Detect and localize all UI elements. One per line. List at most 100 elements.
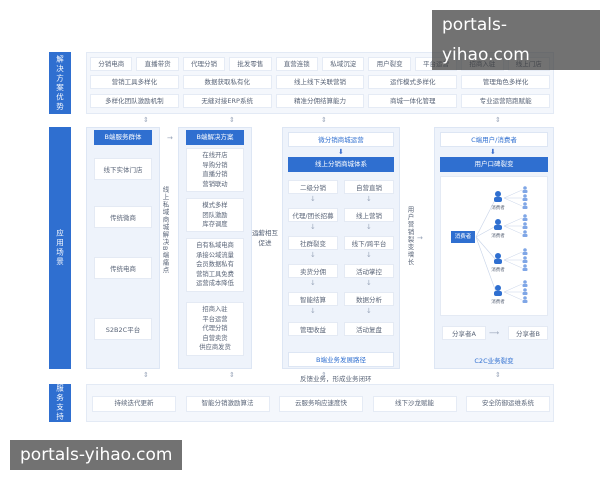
b-solution-item: 代理分销 [202,325,228,332]
b-solution-item: 招商入驻 [202,306,228,313]
solution-cell: 运作模式多样化 [368,75,458,89]
service-item: 持续迭代更新 [92,396,176,412]
up-arrow-icon: ⇕ [229,116,235,124]
solution-cell: 私域沉淀 [322,57,365,71]
watermark-bottom: portals-yihao.com [10,440,183,470]
b-service-item: 传统电商 [94,257,152,279]
person-icon [522,300,528,303]
solution-cell: 无缝对接ERP系统 [182,94,272,108]
watermark-top: portals-yihao.com [432,10,600,70]
b-solution-item: 库存调度 [202,221,228,228]
b-service-item: S2B2C平台 [94,318,152,340]
b-solution-item: 运营成本降低 [196,280,234,287]
tree-edge [503,225,523,235]
b-solution-item: 承接公域流量 [196,251,234,259]
solution-cell: 商城一体化管理 [368,94,458,108]
up-arrow-icon: ⇕ [495,371,501,379]
b-solution-item: 供应商发货 [199,344,231,351]
sharer-b: 分享者B [508,326,548,340]
tree-edge [503,251,523,261]
person-icon [523,186,527,190]
micro-left-item: 二级分销 [288,180,338,194]
up-arrow-icon: ⇕ [321,371,327,379]
solution-cell: 用户裂变 [368,57,411,71]
person-icon [522,190,528,193]
tree-edge [475,197,497,238]
down-arrow-icon: ↓ [366,307,372,315]
service-item: 安全防御运维系统 [466,396,550,412]
b-solution-group: 在线开店 导购分销 直播分销 营销联动 [186,148,244,192]
person-icon [494,197,502,202]
right-arrow-icon: → [167,134,173,142]
micro-mall-subtitle: 线上分销商城体系 [288,157,394,172]
person-icon [495,285,501,291]
micro-left-item: 管理收益 [288,322,338,336]
down-arrow-icon: ↓ [366,195,372,203]
person-icon [495,191,501,197]
service-item: 云服务响应速度快 [279,396,363,412]
down-arrow-icon: ↓ [366,279,372,287]
person-icon [523,280,527,284]
sharer-a: 分享者A [442,326,486,340]
micro-right-item: 活动复盘 [344,322,394,336]
micro-right-item: 数据分析 [344,292,394,306]
ops-label-text: 运营相互促进 [252,229,278,247]
service-item: 智能分销激励算法 [185,396,270,412]
person-icon [522,198,528,201]
person-icon [523,230,527,234]
micro-mall-footer: B端业务发展路径 [288,352,394,367]
ops-label: 运营相互促进 [252,228,278,248]
down-arrow-icon: ↓ [310,195,316,203]
person-icon [523,256,527,260]
up-arrow-icon: ⇕ [143,116,149,124]
micro-right-item: 线上营销 [344,208,394,222]
micro-left-item: 卖货分佣 [288,264,338,278]
up-arrow-icon: ⇕ [495,116,501,124]
person-icon [523,296,527,300]
down-arrow-icon: ↓ [310,307,316,315]
tree-edge [503,189,523,199]
up-arrow-icon: ⇕ [229,371,235,379]
solution-cell: 代理分销 [182,57,226,71]
b-solution-group: 招商入驻 平台运营 代理分销 自营卖货 供应商发货 [186,302,244,356]
up-arrow-icon: ⇕ [321,116,327,124]
right-arrow-icon: → [417,234,423,242]
person-icon [523,222,527,226]
down-arrow-icon: ↓ [366,251,372,259]
feedback-label: 反馈业务，形成业务闭环 [300,375,372,383]
b-solution-item: 营销工具免费 [196,270,234,278]
double-arrow-icon: ⇄ [256,230,262,238]
tree-edge [503,259,523,269]
person-icon [522,260,528,263]
tree-edge [503,291,523,301]
micro-mall-title: 微分销商城运营 [288,132,394,147]
down-arrow-icon: ↓ [366,223,372,231]
tree-node-label: 消费者 [491,298,505,305]
tree-edge [503,197,523,207]
b-solution-item: 直播分销 [202,171,228,178]
tree-edge [475,225,497,238]
tree-edge [503,217,523,227]
tree-edge [503,283,523,293]
down-arrow-icon: ⬇ [338,148,344,156]
person-icon [494,291,502,296]
band-scenarios: 应用场景 [49,127,71,369]
person-icon [523,264,527,268]
tree-node-label: 消费者 [491,232,505,239]
person-icon [494,259,502,264]
b-solution-item: 团队激励 [202,211,228,219]
down-arrow-icon: ⬇ [490,148,496,156]
solution-cell: 精准分佣结算能力 [275,94,365,108]
b-service-title: B端服务群体 [94,130,152,145]
band-services: 服务支持 [49,384,71,422]
solution-cell: 直营连锁 [275,57,318,71]
b-solution-item: 自有私域电商 [196,242,234,249]
b-solution-item: 导购分销 [202,161,228,169]
person-icon [495,253,501,259]
solution-cell: 多样化团队激励机制 [90,94,179,108]
down-arrow-icon: ↓ [310,279,316,287]
solution-cell: 数据获取私有化 [182,75,272,89]
b-solution-item: 自营卖货 [202,334,228,342]
c-side-footer: C2C业务裂变 [474,357,514,365]
